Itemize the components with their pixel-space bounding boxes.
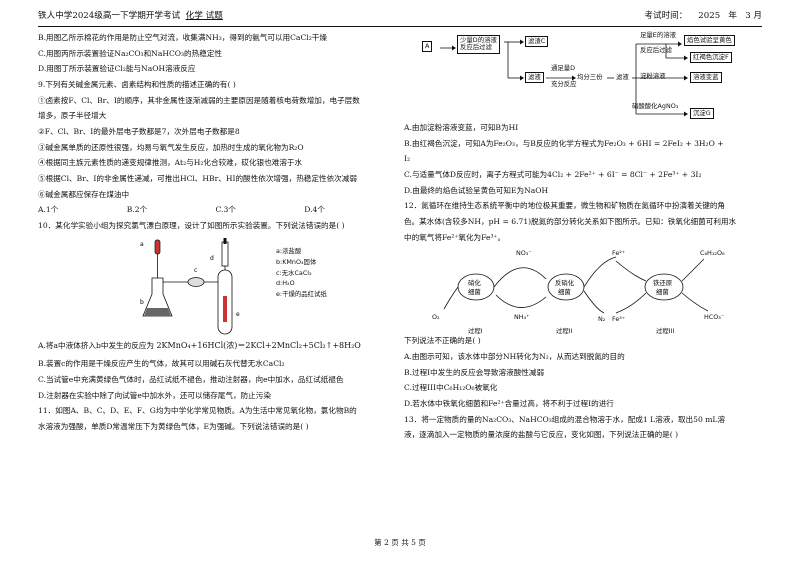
process-3-label: 过程III bbox=[656, 326, 675, 335]
flow-node-blue: 溶液变蓝 bbox=[690, 72, 722, 84]
flow-node-react: 少量D的溶液反应后过滤 bbox=[457, 35, 500, 54]
legend-e: e:干燥的品红试纸 bbox=[276, 290, 327, 299]
legend-c: c:无水CaCl₂ bbox=[276, 268, 312, 277]
exam-title: 铁人中学2024级高一下学期开学考试 化学 试题 bbox=[38, 11, 223, 21]
q12-option-b: B.过程I中发生的反应会导致溶液酸性减弱 bbox=[404, 367, 545, 377]
q13-stem-cont: 液，逐滴加入一定物质的量浓度的盐酸与它反应，变化如图，下列说法正确的是( ) bbox=[404, 430, 679, 440]
label-c: c bbox=[194, 267, 197, 274]
flow-node-filtrate: 滤液 bbox=[525, 72, 544, 84]
q11-flowchart: A 少量D的溶液反应后过滤 滤渣C 滤液 通足量D 充分反应 均分三份 滤液 足… bbox=[404, 31, 762, 120]
q9-option-a: A.1个 bbox=[38, 205, 59, 215]
species-nh4: NH₄⁺ bbox=[514, 313, 530, 321]
flow-label-full: 充分反应 bbox=[551, 80, 577, 88]
legend-a: a:浓盐酸 bbox=[276, 246, 302, 255]
bubble-3-line1: 铁还原 bbox=[653, 278, 673, 287]
species-hco3: HCO₃⁻ bbox=[704, 313, 724, 321]
flow-label-d: 通足量D bbox=[551, 64, 576, 72]
apparatus-drawing: a b c d e bbox=[140, 237, 240, 335]
flow-node-filtrate2: 滤液 bbox=[616, 73, 629, 81]
species-o2: O₂ bbox=[432, 313, 440, 321]
page-header: 铁人中学2024级高一下学期开学考试 化学 试题 考试时间： 2025 年 3 … bbox=[38, 9, 762, 23]
flow-node-residue-c: 滤渣C bbox=[525, 36, 549, 48]
apparatus-legend: a:浓盐酸 b:KMnO₄固体 c:无水CaCl₂ d:H₂O e:干燥的品红试… bbox=[276, 246, 327, 300]
bubble-2-line1: 反硝化 bbox=[555, 278, 575, 287]
process-1-label: 过程I bbox=[468, 326, 483, 335]
q9-item-5: ⑤根据Cl、Br、I的非金属性递减，可推出HCl、HBr、HI的酸性依次增强，热… bbox=[38, 174, 357, 184]
q9-option-d: D.4个 bbox=[304, 205, 325, 215]
species-fe3: Fe³⁺ bbox=[612, 315, 625, 323]
flow-label-ag: 硝酸酸化AgNO₃ bbox=[632, 102, 679, 110]
q9-option-c: C.3个 bbox=[215, 205, 236, 215]
q8-option-d: D.用图丁所示装置验证Cl₂能与NaOH溶液反应 bbox=[38, 64, 196, 74]
cycle-drawing: 硝化 细菌 反硝化 细菌 铁还原 细菌 NO₃⁻ NH₄⁺ O₂ N₂ Fe²⁺… bbox=[432, 249, 725, 335]
q10-stem: 10．某化学实验小组为探究氯气漂白原理，设计了如图所示实验装置。下列说法错误的是… bbox=[38, 221, 345, 231]
process-2-label: 过程II bbox=[556, 326, 573, 335]
q10-option-b: B.装置c的作用是干燥反应产生的气体，故其可以用碱石灰代替无水CaCl₂ bbox=[38, 359, 285, 369]
page-number: 第 2 页 共 5 页 bbox=[374, 538, 426, 547]
flow-node-red-ppt: 红褐色沉淀F bbox=[690, 52, 732, 64]
q10-apparatus-diagram: a b c d e a:浓盐酸 b:KMnO₄固体 c:无水CaCl₂ d:H₂… bbox=[38, 236, 393, 340]
bubble-1-line1: 硝化 bbox=[468, 278, 481, 287]
exam-date: 考试时间： 2025 年 3 月 bbox=[644, 11, 762, 21]
legend-b: b:KMnO₄固体 bbox=[276, 257, 317, 266]
q9-item-1-cont: 增多，原子半径增大 bbox=[38, 111, 107, 121]
species-no3: NO₃⁻ bbox=[516, 249, 532, 257]
species-c6h12o6: C₆H₁₂O₆ bbox=[700, 249, 725, 257]
label-b: b bbox=[140, 299, 144, 306]
label-d: d bbox=[210, 255, 214, 262]
q9-item-3: ③碱金属单质的还原性很强，均易与氧气发生反应，加热时生成的氧化物为R₂O bbox=[38, 142, 304, 152]
flow-label-e: 足量E的溶液 bbox=[640, 31, 676, 39]
q10-equation: 2KMnO₄+16HCl(浓)＝2KCl+2MnCl₂+5Cl₂↑+8H₂O bbox=[156, 340, 361, 350]
flow-label-starch: 淀粉溶液 bbox=[640, 72, 666, 80]
q12-stem-2: 色。某水体(含较多NH，pH = 6.71)脱氮的部分转化关系如下图所示。已知：… bbox=[404, 217, 737, 227]
q9-item-6: ⑥碱金属都应保存在煤油中 bbox=[38, 189, 130, 199]
label-a: a bbox=[140, 241, 144, 248]
legend-d: d:H₂O bbox=[276, 279, 295, 288]
q13-stem: 13．将一定物质的量的Na₂CO₃、NaHCO₃组成的混合物溶于水，配成1 L溶… bbox=[404, 414, 726, 424]
q11-option-b-cont: I₂ bbox=[404, 154, 411, 164]
flowchart-arrows bbox=[440, 39, 688, 117]
header-divider bbox=[38, 26, 762, 27]
bubble-3-line2: 细菌 bbox=[656, 287, 669, 296]
q12-cycle-diagram: 硝化 细菌 反硝化 细菌 铁还原 细菌 NO₃⁻ NH₄⁺ O₂ N₂ Fe²⁺… bbox=[404, 247, 762, 335]
q12-option-a: A.由图示可知，该水体中部分NH转化为N₂，从而达到脱氮的目的 bbox=[404, 352, 625, 362]
flow-label-e2: 反应后过滤 bbox=[640, 46, 672, 54]
bubble-2-line2: 细菌 bbox=[558, 287, 571, 296]
q9-item-1: ①卤素按F、Cl、Br、I的顺序，其非金属性逐渐减弱的主要原因是随着核电荷数增加… bbox=[38, 95, 360, 105]
label-e: e bbox=[236, 311, 240, 318]
q12-option-d: D.若水体中铁氧化细菌和Fe²⁺含量过高，将不利于过程I的进行 bbox=[404, 399, 614, 409]
left-column: B.用图乙所示棉花的作用是防止空气对流，收集满NH₃，得到的氨气可以用CaCl₂… bbox=[38, 32, 393, 437]
bubble-1-line2: 细菌 bbox=[468, 287, 481, 296]
q9-item-4: ④根据同主族元素性质的递变规律推测，At₂与H₂化合较难，砹化银也难溶于水 bbox=[38, 158, 303, 168]
right-column: A 少量D的溶液反应后过滤 滤渣C 滤液 通足量D 充分反应 均分三份 滤液 足… bbox=[404, 31, 762, 445]
q9-option-b: B.2个 bbox=[126, 205, 148, 215]
q9-stem: 9.下列有关碱金属元素、卤素结构和性质的描述正确的有( ) bbox=[38, 80, 236, 90]
q10-option-c: C.当试管e中充满黄绿色气体时，品红试纸不褪色，推动注射器，向e中加水，品红试纸… bbox=[38, 375, 344, 385]
q11-option-d: D.由最终的焰色试验呈黄色可知E为NaOH bbox=[404, 185, 549, 195]
q8-option-b: B.用图乙所示棉花的作用是防止空气对流，收集满NH₃，得到的氨气可以用CaCl₂… bbox=[38, 33, 327, 42]
q10-option-d: D.注射器在实验中除了向试管e中加水外，还可以储存尾气，防止污染 bbox=[38, 390, 271, 400]
q12-option-c: C.过程III中C₆H₁₂O₆被氧化 bbox=[404, 383, 498, 393]
flow-label-split: 均分三份 bbox=[577, 73, 603, 81]
flow-node-a: A bbox=[422, 41, 433, 53]
q12-stem: 12．氮循环在维持生态系统平衡中的地位极其重要，微生物和矿物质在氮循环中扮演着关… bbox=[404, 201, 726, 211]
q9-options: A.1个 B.2个 C.3个 D.4个 bbox=[38, 204, 393, 215]
q11-stem: 11．如图A、B、C、D、E、F、G均为中学化学常见物质。A为生活中常见氧化物，… bbox=[38, 406, 357, 416]
q12-question: 下列说法不正确的是( ) bbox=[404, 336, 481, 346]
species-n2: N₂ bbox=[598, 315, 606, 323]
flow-node-ppt-g: 沉淀G bbox=[690, 108, 714, 120]
q11-option-c: C.与适量气体D反应时，离子方程式可能为4Cl₂ + 2Fe²⁺ + 6I⁻ =… bbox=[404, 170, 702, 180]
flow-node-flame: 焰色试验呈黄色 bbox=[684, 35, 735, 47]
q11-option-b: B.由红褐色沉淀，可知A为Fe₂O₃，与B反应的化学方程式为Fe₂O₃ + 6H… bbox=[404, 138, 724, 148]
q11-option-a: A.由加淀粉溶液变蓝，可知B为HI bbox=[404, 123, 519, 132]
species-fe2-a: Fe²⁺ bbox=[612, 249, 625, 257]
q11-stem-cont: 水溶液为强酸，单质D常温常压下为黄绿色气体，E为强碱。下列说法错误的是( ) bbox=[38, 422, 309, 432]
q10-option-a: A.将a中液体挤入b中发生的反应为 2KMnO₄+16HCl(浓)＝2KCl+2… bbox=[38, 340, 361, 350]
q12-stem-3: 中的氧气将Fe²⁺氧化为Fe³⁺。 bbox=[404, 232, 506, 242]
q9-item-2: ②F、Cl、Br、I的最外层电子数都是7，次外层电子数都是8 bbox=[38, 127, 240, 137]
q8-option-c: C.用图丙所示装置验证Na₂CO₃和NaHCO₃的热稳定性 bbox=[38, 48, 223, 58]
